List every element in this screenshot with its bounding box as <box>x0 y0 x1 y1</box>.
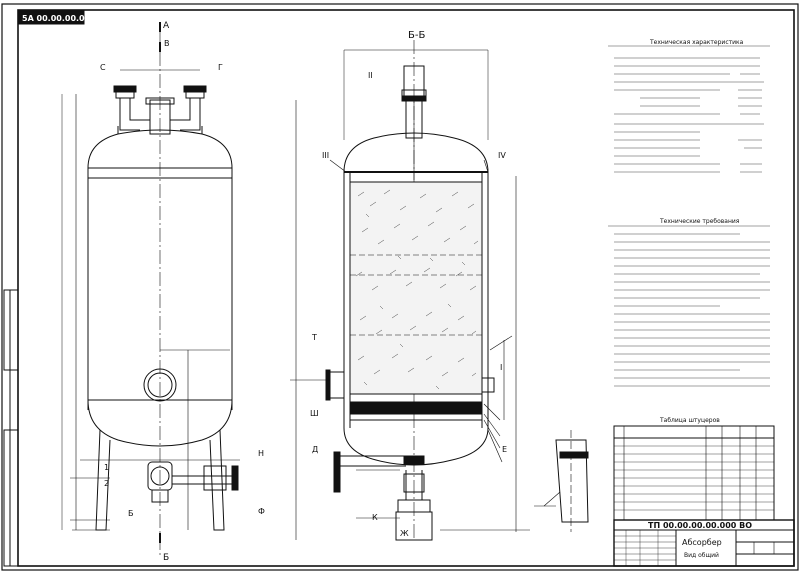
nozzle-table-heading: Таблица штуцеров <box>659 417 720 424</box>
title-block <box>613 519 795 567</box>
nozzle-label-k: К <box>372 513 378 522</box>
left-view-vessel <box>61 22 240 555</box>
roman-label-iii: III <box>322 151 329 160</box>
nozzle-label-b: Б <box>128 509 134 518</box>
title-block-name: Абсорбер <box>682 538 722 547</box>
binding-strip-cells-upper <box>3 289 19 371</box>
sheet-outer-border <box>1 3 799 571</box>
tech-spec-heading: Техническая характеристика <box>649 39 744 46</box>
nozzle-table <box>613 425 775 521</box>
tech-spec-block <box>608 45 770 173</box>
leg-label-1: 1 <box>104 463 109 472</box>
roman-label-i: I <box>500 363 502 372</box>
binding-strip-cells <box>3 429 19 567</box>
tech-req-heading: Технические требования <box>659 218 740 225</box>
right-view-vessel <box>290 40 530 541</box>
sheet-frame <box>17 9 795 567</box>
tech-requirements-block <box>608 225 770 387</box>
support-grid <box>349 401 483 415</box>
nozzle-label-s: С <box>100 63 106 72</box>
roman-label-iv: IV <box>498 151 506 160</box>
title-block-subtitle: Вид общий <box>684 552 719 559</box>
nozzle-label-g: Г <box>218 63 223 72</box>
drawing-code: ТП 00.00.00.00.000 ВО <box>648 521 752 530</box>
nozzle-label-zh: Ж <box>400 529 409 538</box>
nozzle-label-sh: Ш <box>310 409 319 418</box>
stamp-box <box>17 9 85 25</box>
detail-view <box>534 430 589 532</box>
nozzle-label-v: В <box>164 39 170 48</box>
section-marker-b-bottom: Б <box>163 553 169 563</box>
packing-bed <box>349 181 483 395</box>
view-title-b-b: Б-Б <box>408 30 425 41</box>
section-marker-a: А <box>163 21 170 31</box>
nozzle-label-n: Н <box>258 449 264 458</box>
stamp-code: 5А 00.00.00.00.00 <box>22 14 105 23</box>
roman-label-ii: II <box>368 71 373 80</box>
leg-label-2: 2 <box>104 479 109 488</box>
nozzle-label-d: Д <box>312 445 318 454</box>
nozzle-label-f: Ф <box>258 507 265 516</box>
nozzle-label-e: Е <box>502 445 507 454</box>
nozzle-label-t: Т <box>311 333 317 342</box>
